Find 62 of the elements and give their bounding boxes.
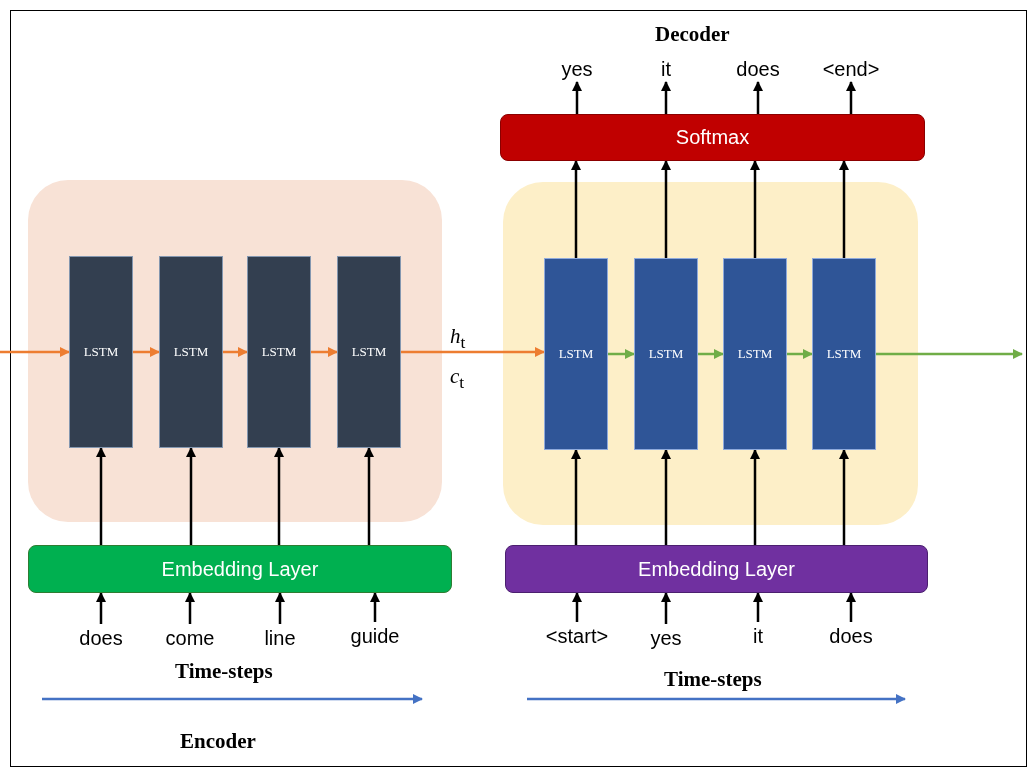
- arrow: [96, 447, 106, 545]
- arrow: [846, 592, 856, 622]
- lstm-cell: LSTM: [337, 256, 401, 448]
- arrow: [370, 592, 380, 622]
- arrow: [846, 81, 856, 114]
- arrow: [661, 81, 671, 114]
- arrow: [839, 160, 849, 258]
- arrow: [698, 349, 724, 359]
- arrow: [572, 592, 582, 622]
- arrow: [661, 449, 671, 545]
- input-word: it: [743, 622, 773, 650]
- input-word: does: [821, 622, 881, 650]
- arrow: [274, 447, 284, 545]
- arrow: [133, 347, 160, 357]
- input-word: line: [250, 624, 310, 652]
- arrow: [401, 347, 545, 357]
- input-word: does: [71, 624, 131, 652]
- arrow: [753, 81, 763, 114]
- output-word: yes: [557, 56, 597, 82]
- state-label: h$_{t}$: [450, 324, 466, 354]
- lstm-cell: LSTM: [812, 258, 876, 450]
- input-word: yes: [641, 624, 691, 652]
- lstm-cell: LSTM: [69, 256, 133, 448]
- arrow: [787, 349, 813, 359]
- arrow: [571, 160, 581, 258]
- arrow: [839, 449, 849, 545]
- arrow: [572, 81, 582, 114]
- arrow: [661, 160, 671, 258]
- arrow: [185, 592, 195, 624]
- arrow: [186, 447, 196, 545]
- state-label: c$_{t}$: [450, 364, 465, 394]
- lstm-cell: LSTM: [544, 258, 608, 450]
- lstm-cell: LSTM: [723, 258, 787, 450]
- arrow: [364, 447, 374, 545]
- input-word: <start>: [537, 622, 617, 650]
- arrow: [311, 347, 338, 357]
- section-heading: Decoder: [655, 22, 730, 47]
- embedding-layer: Embedding Layer: [505, 545, 928, 593]
- output-word: <end>: [816, 56, 886, 82]
- input-word: guide: [340, 622, 410, 650]
- arrow: [608, 349, 635, 359]
- arrow: [275, 592, 285, 624]
- arrow: [876, 349, 1023, 359]
- arrow: [661, 592, 671, 624]
- lstm-cell: LSTM: [159, 256, 223, 448]
- section-heading: Encoder: [180, 729, 256, 754]
- arrow: [571, 449, 581, 545]
- axis-label: Time-steps: [664, 667, 762, 692]
- arrow: [753, 592, 763, 622]
- output-word: does: [728, 56, 788, 82]
- input-word: come: [155, 624, 225, 652]
- lstm-cell: LSTM: [634, 258, 698, 450]
- axis-label: Time-steps: [175, 659, 273, 684]
- embedding-layer: Embedding Layer: [28, 545, 452, 593]
- arrow: [223, 347, 248, 357]
- lstm-cell: LSTM: [247, 256, 311, 448]
- arrow: [750, 160, 760, 258]
- output-word: it: [654, 56, 678, 82]
- arrow: [0, 347, 70, 357]
- arrow: [750, 449, 760, 545]
- softmax-layer: Softmax: [500, 114, 925, 161]
- arrow: [96, 592, 106, 624]
